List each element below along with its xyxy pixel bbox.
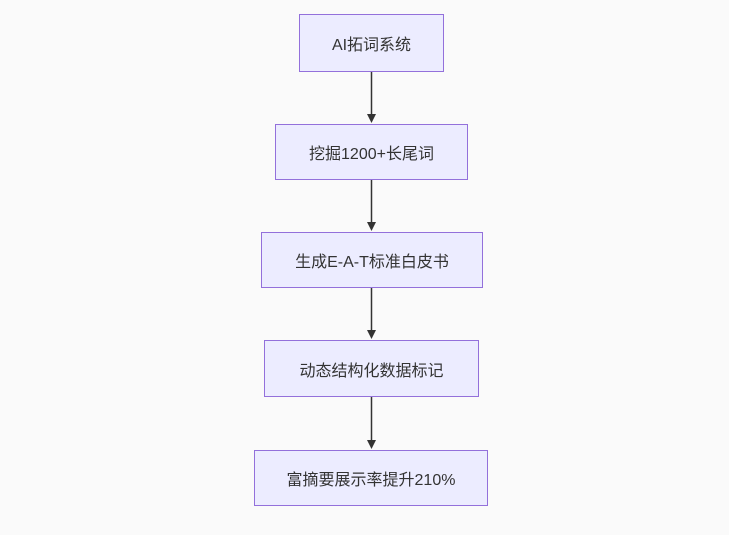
flow-node-eat-whitepaper: 生成E-A-T标准白皮书 bbox=[261, 232, 483, 288]
flow-node-label: 动态结构化数据标记 bbox=[299, 362, 444, 380]
flow-node-label: 挖掘1200+长尾词 bbox=[309, 146, 434, 163]
flow-node-structured-data: 动态结构化数据标记 bbox=[264, 340, 479, 397]
flow-node-label: 生成E-A-T标准白皮书 bbox=[295, 254, 449, 271]
flow-node-longtail-mining: 挖掘1200+长尾词 bbox=[275, 124, 468, 180]
flow-node-ai-word-expansion: AI拓词系统 bbox=[299, 14, 444, 72]
flow-node-label: AI拓词系统 bbox=[331, 37, 412, 54]
flow-node-label: 富摘要展示率提升210% bbox=[286, 472, 456, 489]
flow-node-rich-snippet-result: 富摘要展示率提升210% bbox=[254, 450, 488, 506]
